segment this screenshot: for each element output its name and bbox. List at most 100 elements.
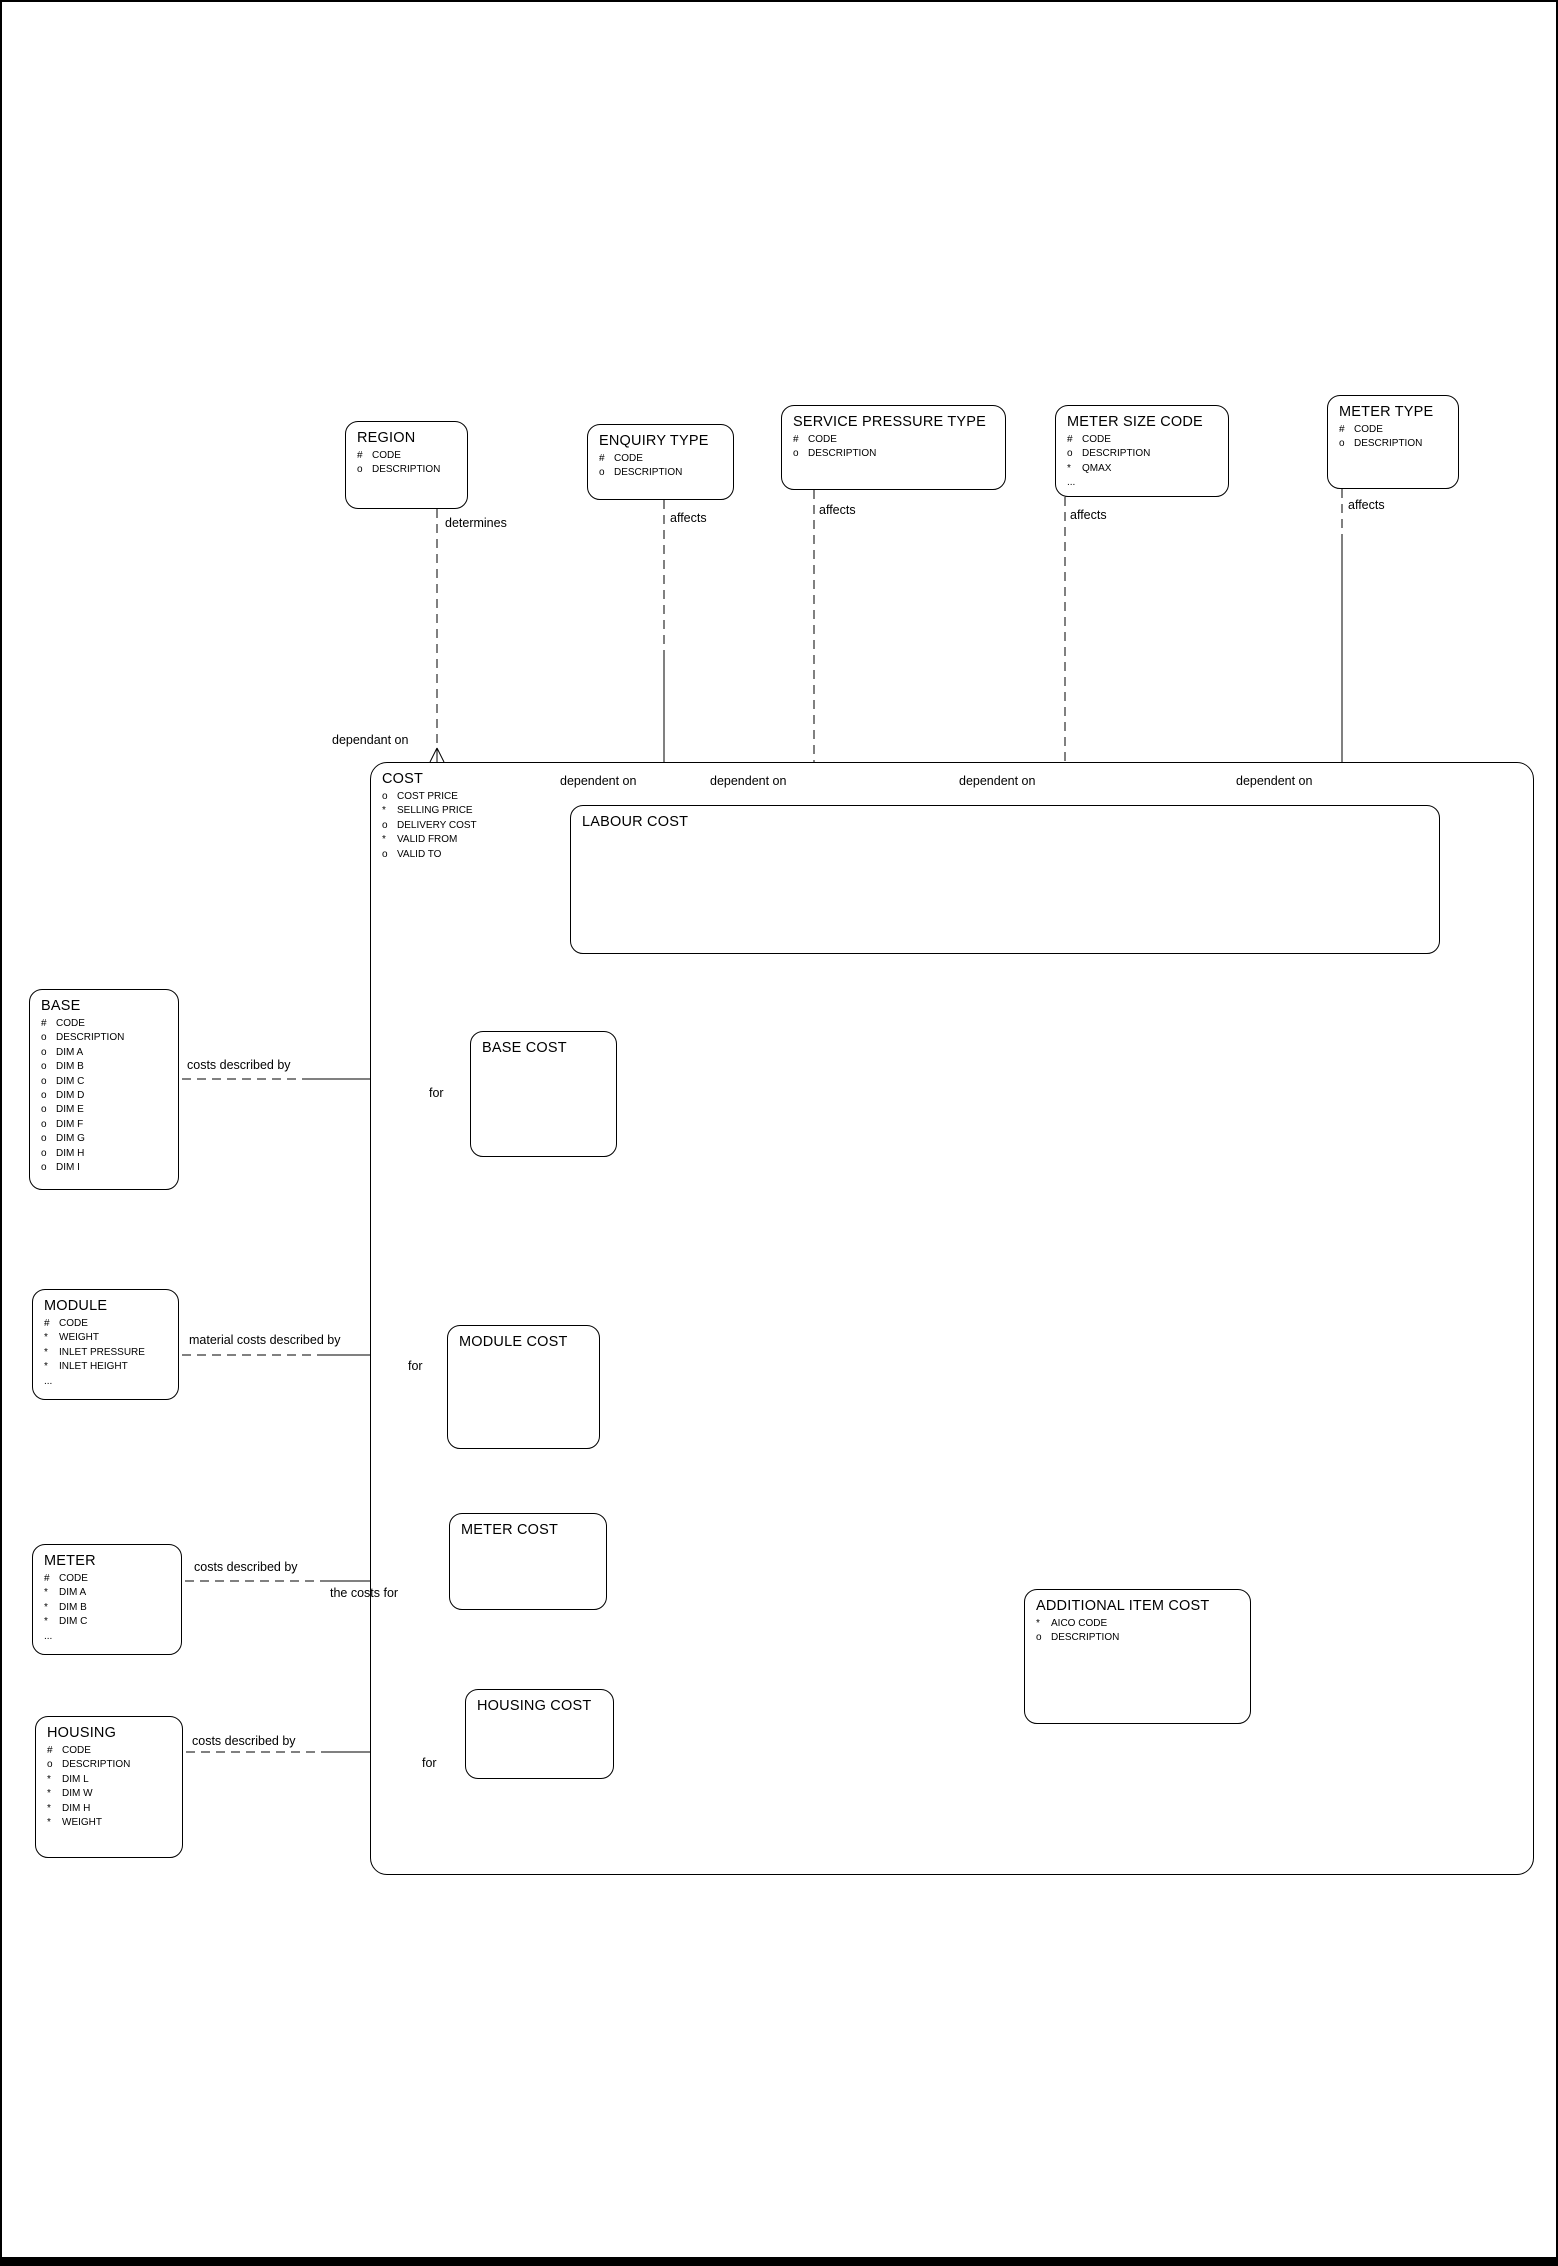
attribute-marker: * [44, 1346, 48, 1358]
entity-labour-cost[interactable]: LABOUR COST [570, 805, 1440, 954]
attribute-row: * DIM C [44, 1615, 171, 1629]
attribute-name: WEIGHT [59, 1332, 99, 1344]
rel-label-the-costs-for: the costs for [330, 1586, 399, 1600]
attribute-name: DIM A [59, 1587, 87, 1599]
attribute-row: # CODE [1067, 433, 1218, 447]
attribute-marker: ... [44, 1375, 53, 1387]
attribute-name: CODE [1082, 434, 1111, 445]
attribute-name: CODE [372, 450, 401, 461]
attribute-marker: * [47, 1817, 51, 1829]
attribute-name: INLET HEIGHT [59, 1361, 128, 1373]
attribute-marker: # [44, 1573, 50, 1584]
attribute-row: o COST PRICE [382, 790, 1523, 804]
attribute-name: DIM H [62, 1802, 91, 1814]
attribute-marker: o [382, 791, 388, 802]
rel-label-costs-described-by-housing: costs described by [192, 1734, 296, 1748]
attribute-marker: * [44, 1616, 48, 1628]
attribute-name: DESCRIPTION [1051, 1632, 1120, 1644]
attribute-row: *DIM A [44, 1586, 171, 1600]
rel-label-affects-service: affects [819, 503, 856, 517]
entity-title: METER SIZE CODE [1067, 414, 1203, 430]
attribute-marker: o [41, 1046, 47, 1058]
entity-meter[interactable]: METER #CODE*DIM A*DIM B* DIM C... [32, 1544, 182, 1655]
rel-label-affects-meter-type: affects [1348, 498, 1385, 512]
attribute-name: DIM E [56, 1104, 84, 1116]
attribute-marker: # [47, 1745, 53, 1756]
entity-meter-cost[interactable]: METER COST [449, 1513, 607, 1610]
attribute-row: *DIM W [47, 1787, 172, 1801]
attribute-name: DIM A [56, 1046, 84, 1058]
attribute-marker: o [793, 448, 799, 460]
attribute-name: VALID TO [397, 848, 442, 860]
entity-title: SERVICE PRESSURE TYPE [793, 414, 987, 430]
attribute-marker: * [47, 1773, 51, 1785]
entity-title: MODULE [44, 1298, 108, 1314]
attribute-marker: # [1067, 434, 1073, 445]
attribute-marker: o [382, 848, 388, 860]
attribute-row: *SELLING PRICE [382, 804, 1523, 818]
attribute-row: # CODE [1339, 423, 1448, 437]
attribute-name: CODE [56, 1018, 85, 1029]
attribute-row: *DIM B [44, 1601, 171, 1615]
entity-module[interactable]: MODULE #CODE*WEIGHT*INLET PRESSURE*INLET… [32, 1289, 179, 1400]
attribute-marker: * [1036, 1618, 1040, 1629]
attribute-marker: * [47, 1788, 51, 1800]
attribute-name: CODE [1354, 424, 1383, 435]
attribute-marker: # [1339, 424, 1345, 435]
attribute-marker: ... [44, 1630, 53, 1642]
entity-title: REGION [357, 430, 416, 446]
rel-label-dependent-on-service: dependent on [710, 774, 787, 788]
entity-title: MODULE COST [459, 1334, 568, 1350]
attribute-name: DIM L [62, 1773, 89, 1785]
attribute-row: *QMAX [1067, 462, 1218, 476]
entity-title: ADDITIONAL ITEM COST [1036, 1598, 1210, 1614]
attribute-marker: o [41, 1147, 47, 1159]
entity-module-cost[interactable]: MODULE COST [447, 1325, 600, 1449]
entity-title: METER [44, 1553, 96, 1569]
attribute-row: *DIM H [47, 1802, 172, 1816]
attribute-row: o VALID TO [382, 848, 1523, 862]
attribute-name: DIM C [59, 1616, 88, 1628]
attribute-row: #CODE [47, 1744, 172, 1758]
attribute-name: COST PRICE [397, 791, 458, 802]
attribute-name: DESCRIPTION [1082, 448, 1151, 460]
attribute-row: * DIM L [47, 1773, 172, 1787]
attribute-marker: ... [1067, 477, 1076, 489]
attribute-name: DIM C [56, 1075, 85, 1087]
attribute-marker: * [1067, 462, 1071, 474]
entity-title: COST [382, 771, 424, 787]
attribute-marker: # [599, 453, 605, 464]
entity-title: BASE [41, 998, 81, 1014]
attribute-row: #CODE [599, 452, 723, 466]
entity-title: LABOUR COST [582, 814, 689, 830]
attribute-name: DESCRIPTION [372, 464, 441, 476]
attribute-row: #CODE [44, 1572, 171, 1586]
attribute-name: DELIVERY COST [397, 819, 477, 831]
attribute-row: ... [1067, 476, 1218, 490]
attribute-row: *AICO CODE [1036, 1617, 1240, 1631]
entity-base-cost[interactable]: BASE COST [470, 1031, 617, 1157]
rel-label-material-costs-described-by: material costs described by [189, 1333, 341, 1347]
entity-housing-cost[interactable]: HOUSING COST [465, 1689, 614, 1779]
